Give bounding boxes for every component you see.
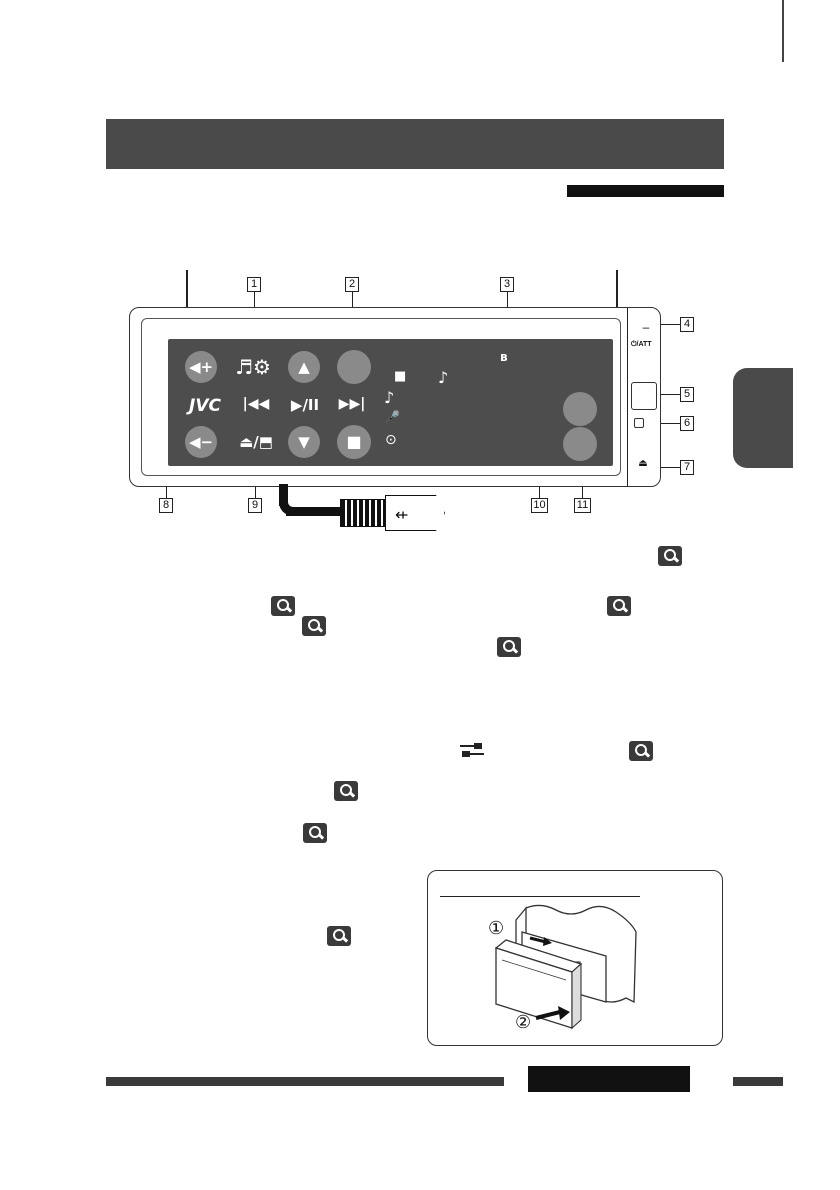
illustration-heading-rule [440, 896, 640, 898]
volume-up-icon: ◀+ [188, 358, 214, 376]
callout-9: 9 [248, 498, 262, 513]
callout-6: 6 [680, 416, 694, 431]
up-arrow-icon: ▲ [298, 358, 310, 376]
power-att-label: ⏻/ATT [631, 341, 652, 348]
subsection-bar [567, 185, 724, 197]
eject-angle-button[interactable]: ⏏/⬒ [235, 428, 277, 456]
jvc-logo: JVC [189, 396, 221, 416]
aux-jack-icon [458, 742, 486, 758]
menu-button[interactable] [337, 350, 371, 384]
language-side-tab [733, 368, 793, 468]
power-att-button[interactable]: – [642, 320, 650, 334]
reference-magnifier-icon [327, 926, 351, 946]
usb-cable-horizontal [286, 507, 342, 516]
source-settings-button[interactable]: ♬⚙ [233, 352, 273, 382]
callout-8: 8 [159, 498, 173, 513]
bluetooth-icon: ʙ [500, 350, 508, 364]
volume-up-button[interactable]: ◀+ [185, 351, 217, 383]
reference-magnifier-icon [629, 741, 653, 761]
footer-page-box [528, 1066, 690, 1092]
footer-rule-right [733, 1077, 783, 1086]
reference-magnifier-icon [271, 596, 295, 616]
section-header-bar [106, 119, 724, 169]
music-note-icon: ♪ [438, 368, 449, 387]
callout-7: 7 [680, 460, 694, 475]
callout-1: 1 [247, 277, 261, 292]
callout-3: 3 [500, 277, 514, 292]
callout-5: 5 [680, 387, 694, 402]
volume-down-button[interactable]: ◀− [185, 426, 217, 458]
track-note-icon: ♪ [384, 388, 395, 407]
leader-4 [660, 324, 680, 326]
reference-magnifier-icon [334, 781, 358, 801]
panel-divider [627, 308, 629, 486]
leader-5 [656, 394, 680, 396]
next-track-button[interactable]: ▶▶| [338, 396, 366, 412]
reference-magnifier-icon [302, 616, 326, 636]
reference-magnifier-icon [303, 823, 327, 843]
display-button-lower[interactable] [563, 427, 597, 461]
folder-icon: ■ [394, 369, 407, 384]
down-arrow-icon: ▼ [298, 433, 310, 451]
up-button[interactable]: ▲ [288, 351, 320, 383]
usb-connector-grip [340, 499, 388, 527]
leader-line-display [186, 270, 188, 340]
leader-line-panel [616, 270, 618, 310]
play-pause-button[interactable]: ▶/II [290, 396, 320, 414]
artist-mic-icon: 🎤 [385, 410, 400, 424]
usb-cable [279, 484, 288, 506]
reset-button[interactable] [634, 418, 644, 428]
usb-icon: ⇷ [395, 505, 409, 524]
detach-panel-button[interactable]: ⏏ [638, 458, 648, 469]
crop-mark [782, 0, 784, 62]
eject-angle-icon: ⏏/⬒ [239, 433, 273, 451]
reference-magnifier-icon [497, 637, 521, 657]
step-2-marker: ② [515, 1012, 532, 1033]
down-button[interactable]: ▼ [288, 426, 320, 458]
detach-panel-illustration [486, 902, 676, 1032]
rotary-control-button[interactable] [631, 382, 657, 410]
step-1-marker: ① [488, 918, 505, 939]
display-button-upper[interactable] [563, 392, 597, 426]
previous-track-button[interactable]: |◀◀ [242, 396, 270, 412]
callout-2: 2 [345, 277, 359, 292]
callout-11: 11 [574, 498, 591, 513]
stop-icon: ■ [346, 432, 362, 451]
callout-10: 10 [531, 498, 548, 513]
leader-6 [646, 423, 680, 425]
usb-plug [385, 495, 445, 531]
leader-7 [660, 467, 680, 469]
footer-rule [106, 1077, 504, 1086]
callout-4: 4 [680, 317, 694, 332]
reference-magnifier-icon [658, 546, 682, 566]
reference-magnifier-icon [607, 596, 631, 616]
volume-down-icon: ◀− [188, 433, 214, 451]
stop-button[interactable]: ■ [337, 425, 371, 459]
music-gear-icon: ♬⚙ [235, 355, 271, 379]
touch-display [168, 339, 613, 466]
disc-icon: ⊙ [385, 432, 397, 448]
